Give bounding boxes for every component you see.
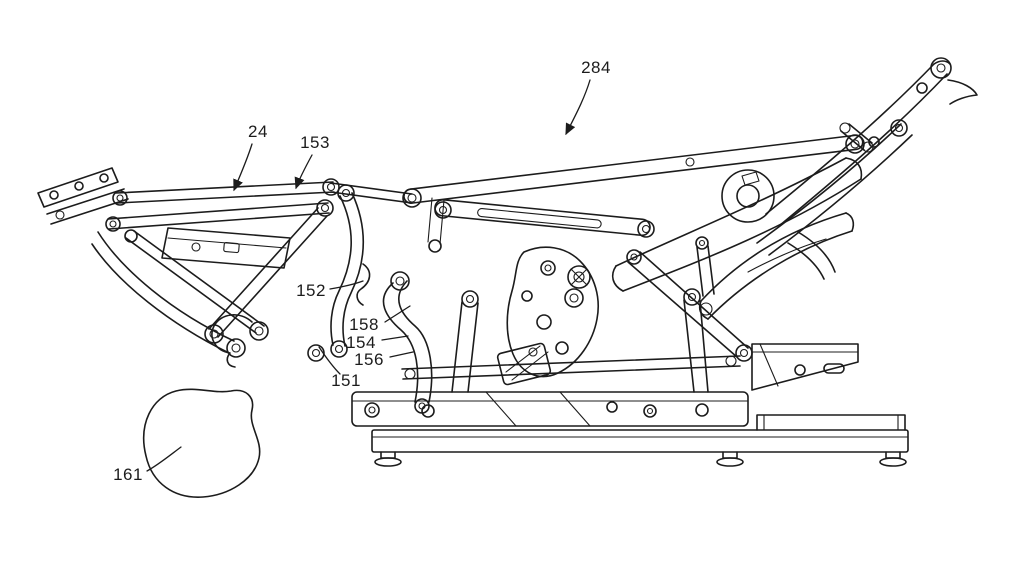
ref-label-284: 284	[581, 58, 611, 77]
backrest-linkage	[756, 57, 978, 256]
leader-154	[381, 335, 409, 341]
ref-label-156: 156	[354, 350, 384, 369]
arrow-153	[294, 154, 313, 190]
ref-label-158: 158	[349, 315, 379, 334]
leveler-foot	[879, 451, 907, 467]
leader-156	[389, 351, 414, 358]
leveler-foot	[374, 451, 402, 467]
arrow-24	[233, 143, 253, 192]
leader-lines	[146, 79, 591, 472]
motor-bracket	[506, 246, 599, 378]
ref-label-151: 151	[331, 371, 361, 390]
seat-linkage	[402, 134, 865, 362]
ref-label-24: 24	[248, 122, 268, 141]
footrest-outline	[142, 388, 261, 498]
leader-151	[318, 346, 341, 375]
base-rail	[371, 414, 909, 467]
ref-label-154: 154	[346, 333, 376, 352]
arrow-284	[565, 79, 591, 136]
lift-frame	[382, 271, 741, 414]
ref-label-161: 161	[113, 465, 143, 484]
motor-body	[496, 342, 552, 386]
rear-mount-bracket	[751, 343, 859, 391]
ref-label-153: 153	[300, 133, 330, 152]
ref-label-152: 152	[296, 281, 326, 300]
base-frame	[351, 391, 749, 427]
leader-152	[329, 280, 364, 290]
leader-161	[146, 446, 182, 472]
leveler-foot	[716, 451, 744, 467]
leader-158	[384, 305, 411, 323]
